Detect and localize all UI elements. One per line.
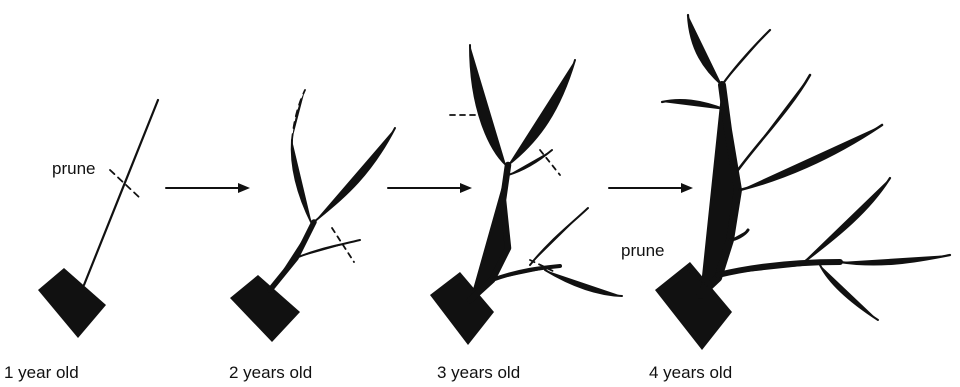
trunk-3 [470, 165, 508, 300]
leader-2 [314, 128, 395, 222]
branch-mid-right-4 [738, 75, 810, 170]
branch-low-right-4 [800, 178, 890, 265]
arrow-2 [388, 183, 472, 193]
prune-annotation-1: prune [52, 160, 95, 177]
prune-extension-2a [292, 90, 305, 140]
prune-annotation-4: prune [621, 242, 664, 259]
branch-left-3 [470, 45, 506, 165]
tree-year-1 [38, 100, 158, 338]
branch-spread-3 [545, 270, 622, 296]
stage-label-4-years: 4 years old [649, 364, 732, 381]
tree-year-3 [430, 45, 622, 345]
branch-top-right-4 [722, 30, 770, 85]
branch-mid-right2-4 [740, 125, 882, 190]
root-block-2 [230, 275, 300, 342]
root-block-1 [38, 268, 106, 338]
tree-year-2 [230, 90, 395, 342]
leader-3 [508, 60, 575, 165]
branch-left-2 [292, 140, 312, 224]
branch-droop-4 [820, 265, 878, 320]
branch-low-right-3 [530, 208, 588, 265]
trunk-2 [270, 222, 314, 290]
arrow-1 [166, 183, 250, 193]
trunk-4 [700, 85, 738, 295]
stage-label-3-years: 3 years old [437, 364, 520, 381]
prune-cut-mark-3b [540, 150, 560, 175]
whip-stem-1 [84, 100, 158, 285]
stage-label-2-years: 2 years old [229, 364, 312, 381]
branch-top-left-4 [688, 15, 722, 85]
branch-upper-left-4 [662, 100, 726, 110]
arrow-3 [609, 183, 693, 193]
stage-label-1-year: 1 year old [4, 364, 79, 381]
branch-spread-4 [840, 255, 950, 264]
tree-year-4 [655, 15, 950, 350]
branch-upper-right-3 [508, 150, 552, 175]
